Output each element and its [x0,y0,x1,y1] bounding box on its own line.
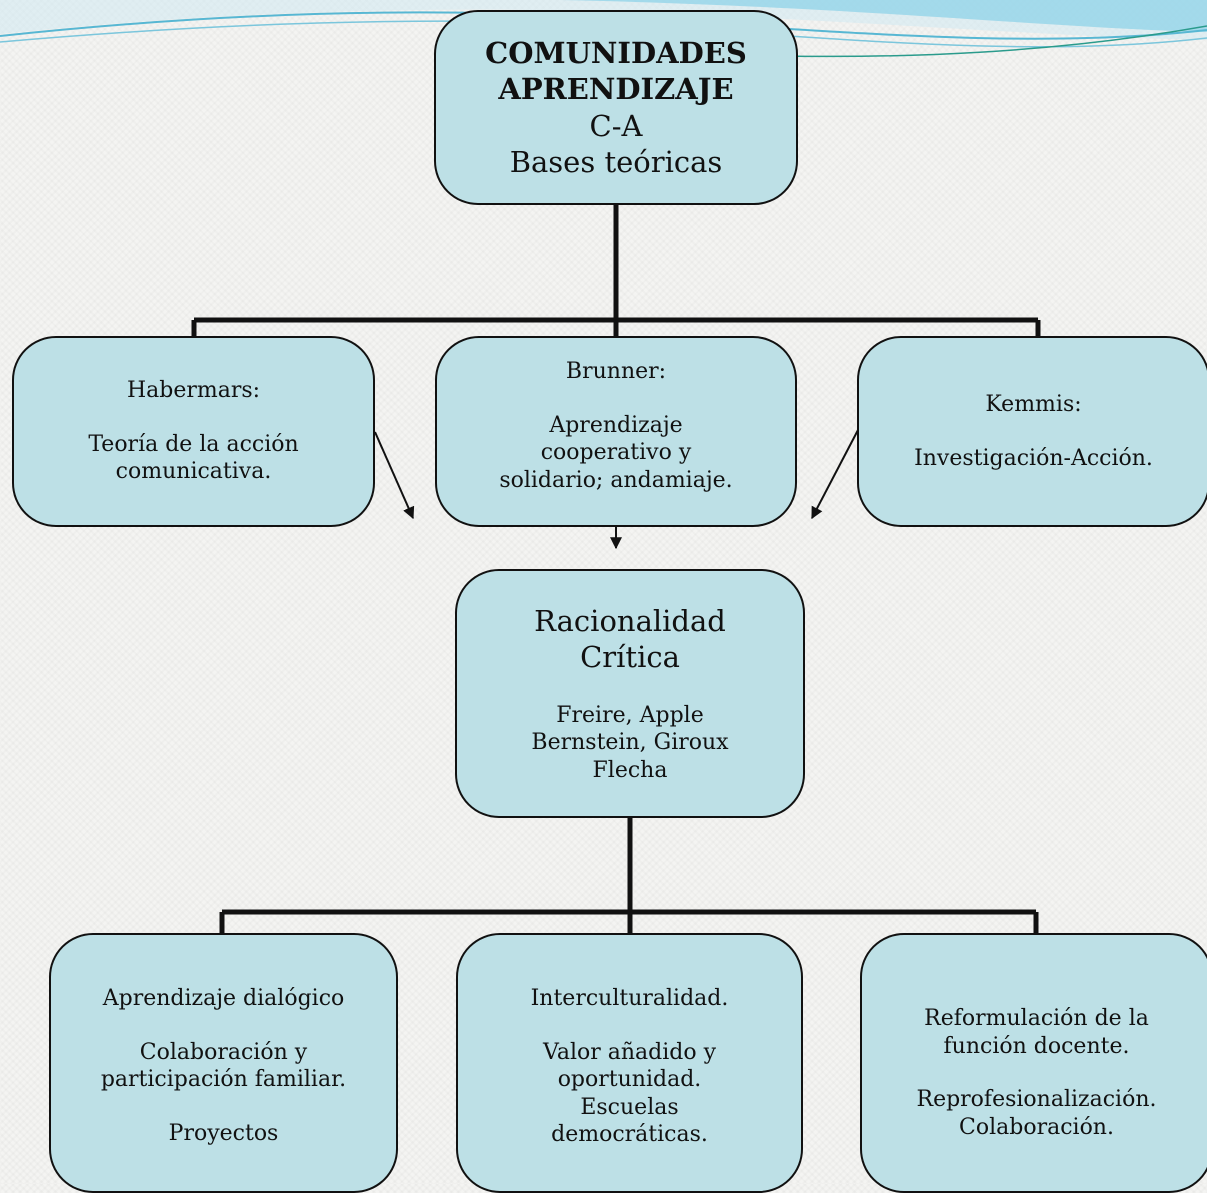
author-theory: Investigación-Acción. [914,445,1153,471]
author-name: Habermars: [126,378,261,404]
outcome-extra: Proyectos [168,1120,279,1146]
outcome-heading: Reformulación de la función docente. [924,1006,1149,1059]
outcome-node-dialogic: Aprendizaje dialógico Colaboración y par… [49,933,398,1193]
root-subtitle: Bases teóricas [509,144,723,179]
author-theory: Teoría de la acción comunicativa. [88,431,299,485]
center-title: Racionalidad Crítica [534,604,726,675]
outcome-node-interculturality: Interculturalidad. Valor añadido y oport… [456,933,803,1193]
outcome-heading: Interculturalidad. [530,986,729,1011]
author-node-brunner: Brunner: Aprendizaje cooperativo y solid… [435,336,797,527]
outcome-node-teaching: Reformulación de la función docente. Rep… [860,933,1207,1193]
root-abbr: C-A [589,108,643,143]
outcome-detail: Valor añadido y oportunidad. Escuelas de… [542,1039,717,1148]
outcome-detail: Reprofesionalización. Colaboración. [916,1087,1157,1140]
root-title: COMUNIDADES APRENDIZAJE [485,36,747,107]
outcome-detail: Colaboración y participación familiar. [100,1039,347,1093]
arrow-kemmis-to-center [811,429,859,520]
arrow-habermars-to-center [374,431,415,520]
outcome-heading: Aprendizaje dialógico [102,986,345,1011]
author-theory: Aprendizaje cooperativo y solidario; and… [499,412,733,493]
author-node-habermars: Habermars: Teoría de la acción comunicat… [12,336,375,527]
root-node: COMUNIDADES APRENDIZAJE C-A Bases teóric… [434,10,798,205]
author-name: Brunner: [565,359,667,384]
center-node: Racionalidad Crítica Freire, Apple Berns… [455,569,805,818]
author-name: Kemmis: [985,392,1082,417]
author-node-kemmis: Kemmis: Investigación-Acción. [857,336,1207,527]
center-authors: Freire, Apple Bernstein, Giroux Flecha [531,702,729,783]
